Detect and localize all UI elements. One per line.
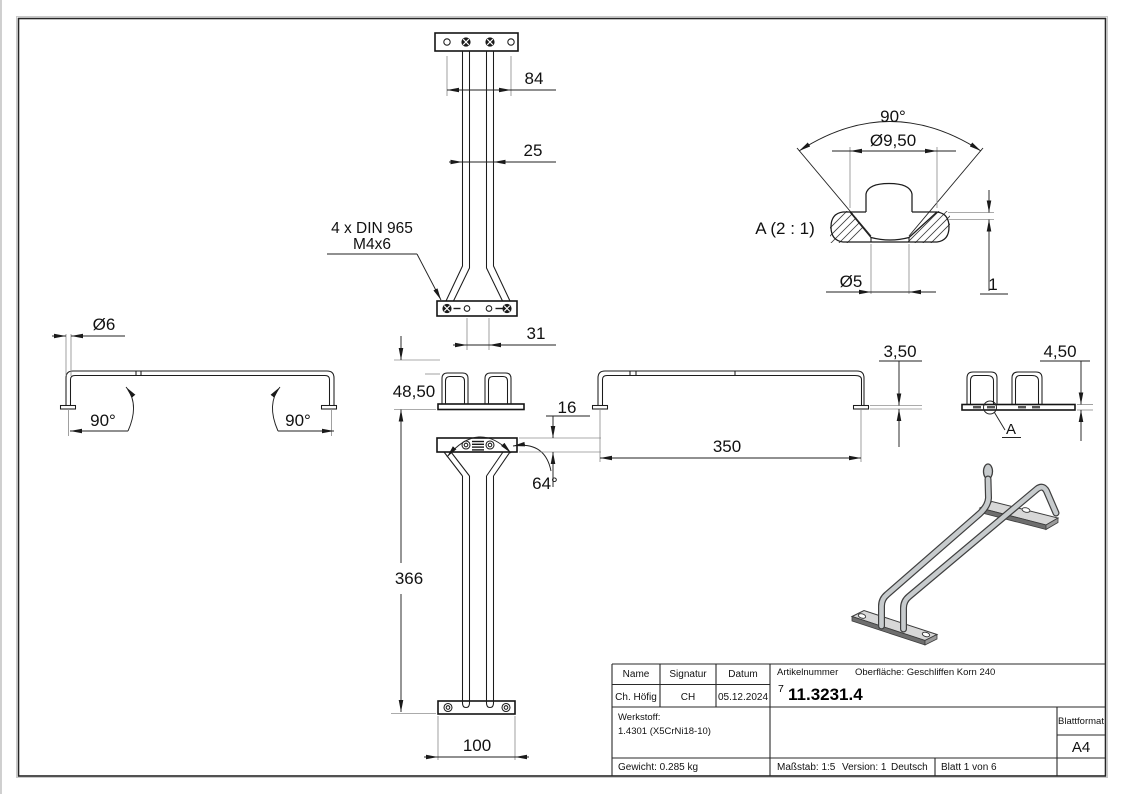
mid-plate <box>436 300 518 317</box>
angle-90-left-label: 90° <box>90 411 116 430</box>
detail-a-title: A (2 : 1) <box>755 219 815 238</box>
end-plate <box>437 403 525 411</box>
plate-screw <box>502 303 512 314</box>
hatch-left <box>830 211 873 243</box>
front-view: 84 25 4 x DIN 965 M4x6 31 <box>327 32 556 350</box>
version: Version: 1 <box>842 762 887 773</box>
rod-tip <box>485 699 495 709</box>
author-initials: CH <box>681 692 695 703</box>
small-hole <box>463 305 471 312</box>
border-shadow <box>16 16 1108 778</box>
blattformat: A4 <box>1072 739 1090 756</box>
dim-100-label: 100 <box>463 736 491 755</box>
section-outline <box>830 211 950 243</box>
title-block: Name Signatur Datum Ch. Höfig CH 05.12.2… <box>611 663 1105 776</box>
dia-6-label: Ø6 <box>93 315 116 334</box>
artikelnummer-sup: 7 <box>778 683 784 695</box>
screw-note-line1: 4 x DIN 965 <box>331 220 413 237</box>
foot <box>320 404 338 410</box>
col-datum: Datum <box>728 669 757 680</box>
rod-tip <box>461 699 471 709</box>
foot <box>852 404 870 410</box>
rod-edge <box>485 51 504 304</box>
dim-366-label: 366 <box>395 569 423 588</box>
werkstoff-label: Werkstoff: <box>618 712 660 723</box>
rod-edge <box>492 51 511 302</box>
date: 05.12.2024 <box>718 692 768 703</box>
dim-depth-label: 1 <box>988 275 997 294</box>
author-name: Ch. Höfig <box>615 692 657 703</box>
angle-countersink-label: 90° <box>880 107 906 126</box>
blattformat-label: Blattformat <box>1058 716 1104 727</box>
dim-350-label: 350 <box>713 437 741 456</box>
dim-84-label: 84 <box>525 69 544 88</box>
angle-90-right-label: 90° <box>285 411 311 430</box>
hatch-right <box>908 211 950 243</box>
col-name: Name <box>623 669 650 680</box>
side-view-right: 350 3,50 <box>591 342 922 462</box>
artikelnummer-label: Artikelnummer <box>777 667 838 678</box>
screw-note-line2: M4x6 <box>353 236 391 253</box>
gewicht: Gewicht: 0.285 kg <box>618 762 698 773</box>
mount-hole <box>443 38 451 46</box>
dim-450-label: 4,50 <box>1043 342 1076 361</box>
dia-5-label: Ø5 <box>840 272 863 291</box>
oberflaeche: Oberfläche: Geschliffen Korn 240 <box>855 667 995 678</box>
sprache: Deutsch <box>891 762 928 773</box>
dia-950-label: Ø9,50 <box>870 131 916 150</box>
bottom-plate <box>437 700 516 715</box>
mount-hole <box>507 38 515 46</box>
end-view-detail: A 4,50 <box>961 342 1093 441</box>
detail-marker-label: A <box>1006 421 1016 438</box>
dim-350thk-label: 3,50 <box>883 342 916 361</box>
small-hole <box>485 305 493 312</box>
rod-edge <box>452 51 471 304</box>
plan-view: 64° 16 <box>436 398 601 493</box>
end-view-top: 48,50 <box>393 336 525 431</box>
werkstoff: 1.4301 (X5CrNi18-10) <box>618 726 711 737</box>
front-view-lower: 366 100 <box>391 431 529 760</box>
foot <box>591 404 609 410</box>
massstab: Maßstab: 1:5 <box>777 762 836 773</box>
side-view-left: Ø6 90° 90° <box>52 315 338 436</box>
angle-64-label: 64° <box>532 474 558 493</box>
border-frame <box>17 17 1107 777</box>
dim-25-label: 25 <box>524 141 543 160</box>
top-plate <box>434 32 519 52</box>
col-signatur: Signatur <box>669 669 707 680</box>
rod-edge <box>445 51 464 302</box>
plate-screw <box>442 303 452 314</box>
dim-31-label: 31 <box>527 324 546 343</box>
detail-a-view: 90° Ø9,50 Ø5 1 A (2 : 1) <box>755 107 1008 295</box>
artikelnummer: 11.3231.4 <box>788 685 863 704</box>
screw-head <box>865 182 913 212</box>
foot <box>59 404 77 410</box>
dim-4850-label: 48,50 <box>393 382 436 401</box>
detail-circle <box>983 400 997 415</box>
iso-view <box>850 463 1060 646</box>
blatt: Blatt 1 von 6 <box>941 762 997 773</box>
rod-end-screw <box>485 37 495 47</box>
dim-16-label: 16 <box>558 398 577 417</box>
rod-end-screw <box>461 37 471 47</box>
